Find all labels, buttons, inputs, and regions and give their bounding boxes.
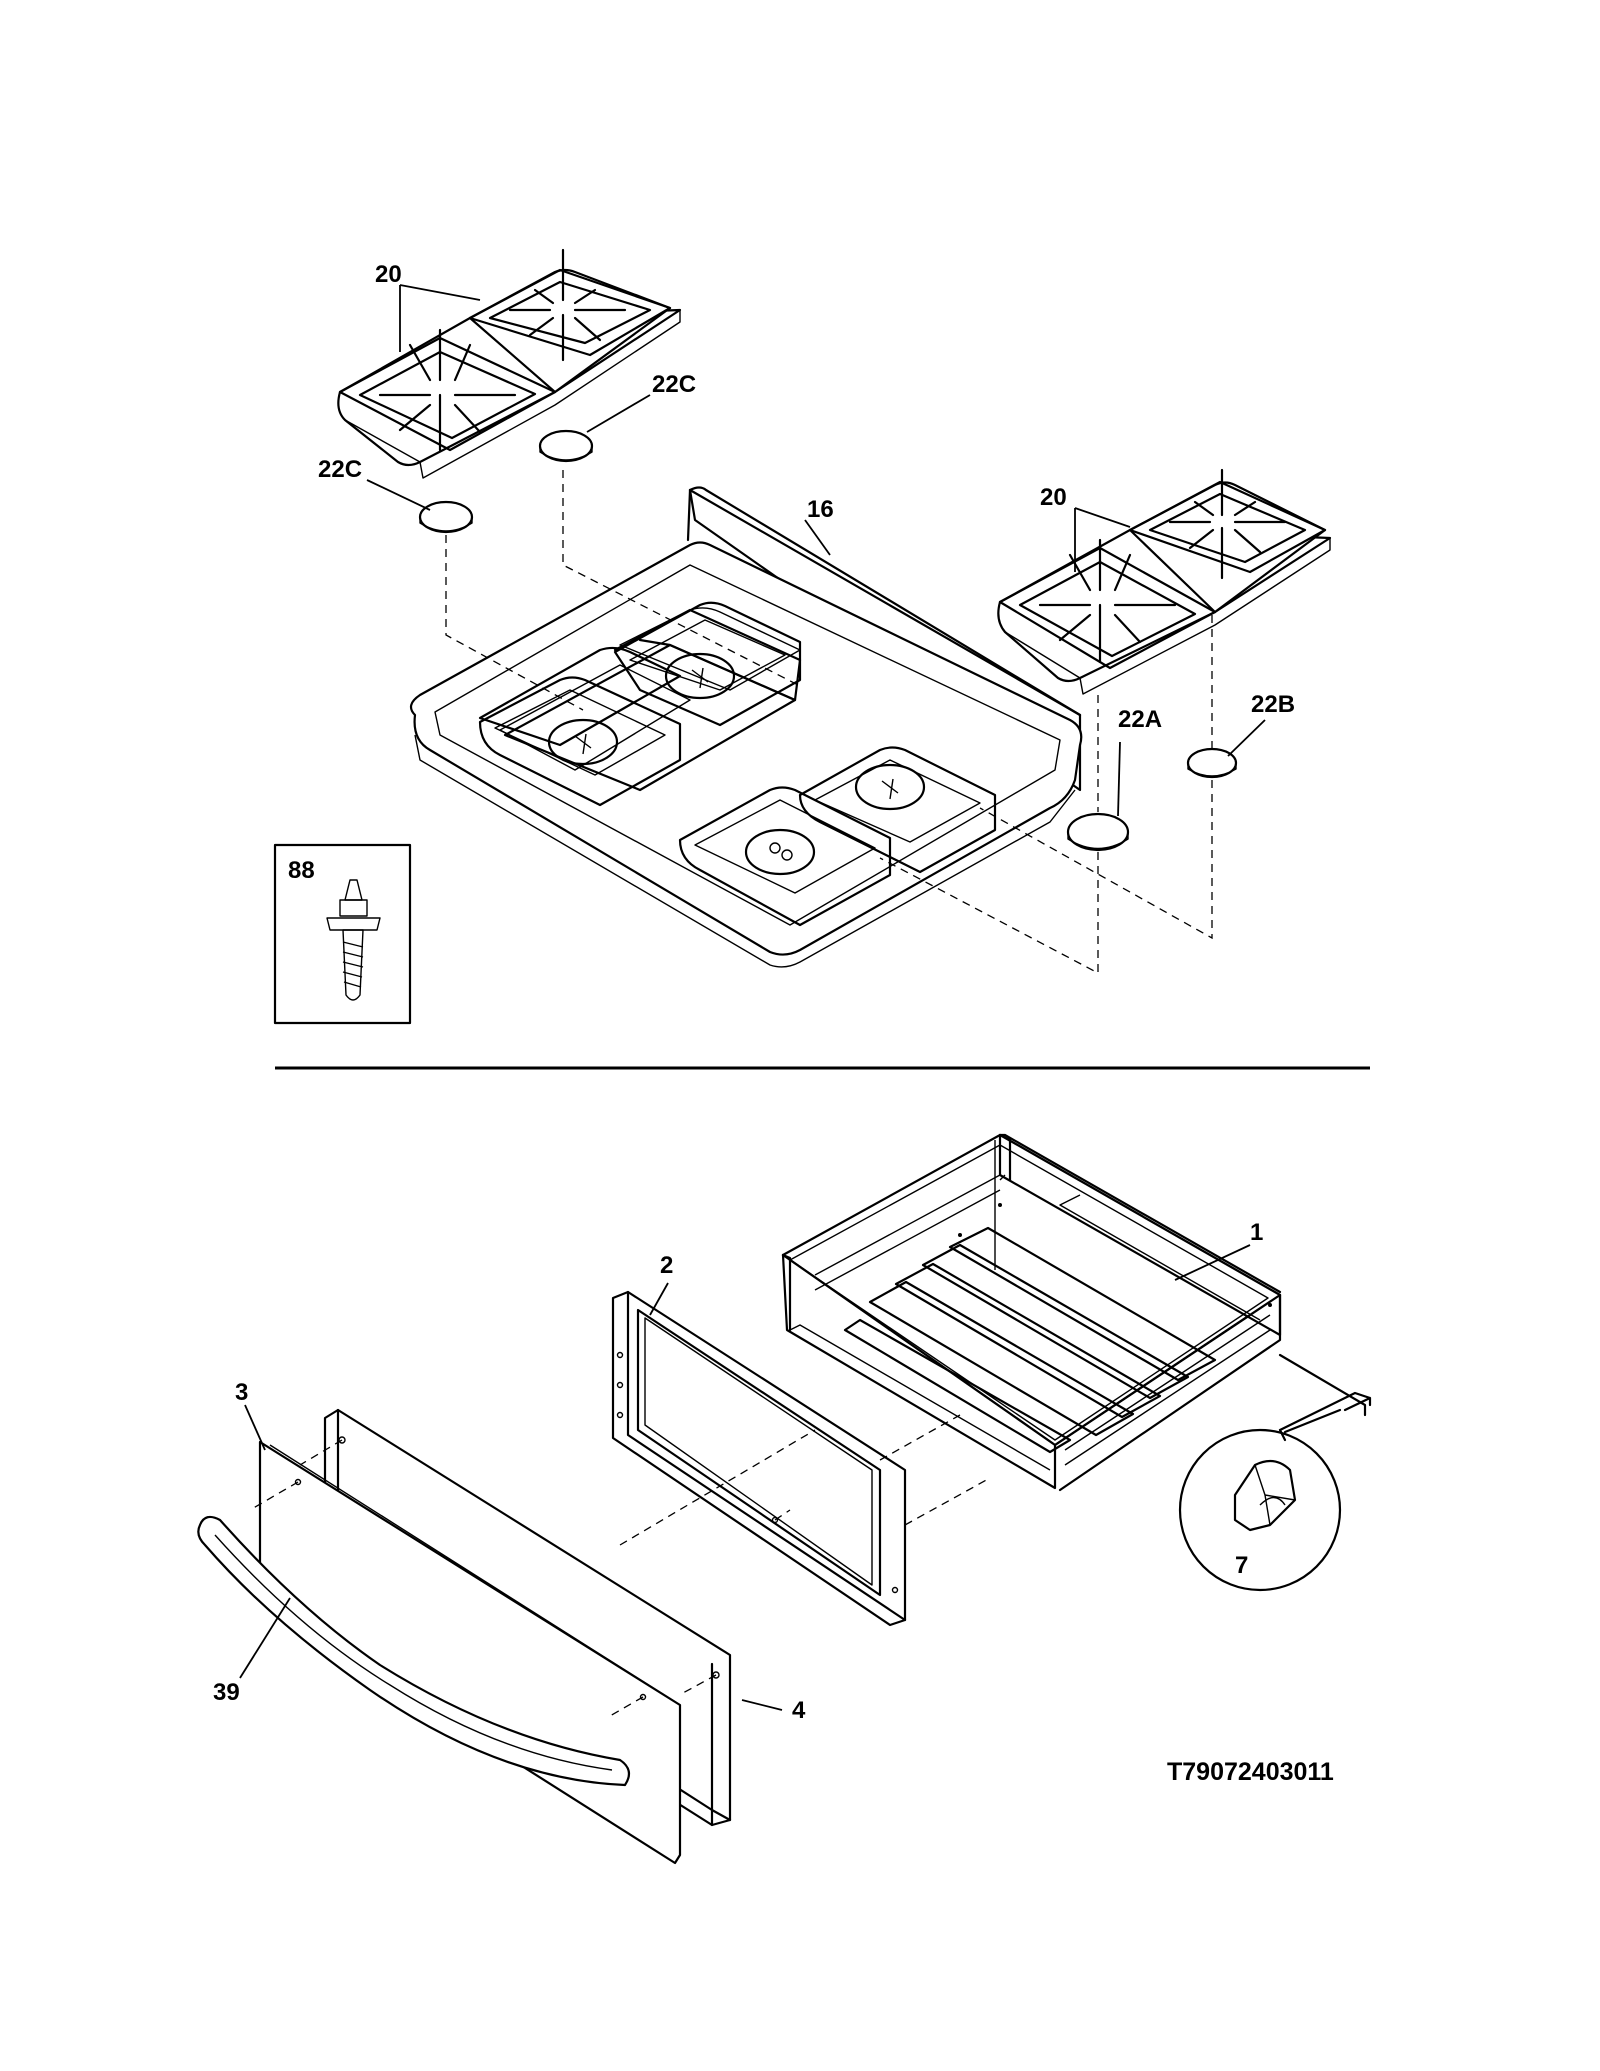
grate-top-left <box>337 248 682 479</box>
assembly-lines-top <box>445 470 1213 975</box>
assembly-lines-bottom <box>249 1414 991 1717</box>
callout-3: 3 <box>235 1379 248 1406</box>
screw-detail-box <box>273 843 412 1025</box>
callout-16: 16 <box>807 496 834 523</box>
clip-detail <box>1178 1353 1372 1592</box>
callout-88: 88 <box>288 857 315 884</box>
callout-4: 4 <box>792 1697 806 1724</box>
burner-cap-22b <box>1186 747 1238 779</box>
grate-right <box>997 468 1332 695</box>
callout-7: 7 <box>1235 1552 1248 1579</box>
drawer-liner <box>611 1290 907 1627</box>
callout-22b: 22B <box>1251 691 1295 718</box>
diagram-code: T79072403011 <box>1167 1758 1334 1786</box>
callout-20-left: 20 <box>375 261 402 288</box>
drawer-handle <box>197 1515 631 1787</box>
cooktop-main-top <box>409 486 1083 968</box>
callout-39: 39 <box>213 1679 240 1706</box>
callout-2: 2 <box>660 1252 673 1279</box>
callout-1: 1 <box>1250 1219 1263 1246</box>
leader-lines-top <box>366 284 1266 817</box>
burner-cap-22a <box>1066 812 1130 852</box>
burner-cap-22c-left <box>418 500 474 534</box>
burner-cap-22c-top <box>538 429 594 463</box>
leader-lines-bottom <box>239 1244 1251 1711</box>
callout-22a: 22A <box>1118 706 1162 733</box>
drawer-body <box>781 1133 1282 1492</box>
callout-22c-left: 22C <box>318 456 362 483</box>
callout-22c-top: 22C <box>652 371 696 398</box>
callout-20-right: 20 <box>1040 484 1067 511</box>
